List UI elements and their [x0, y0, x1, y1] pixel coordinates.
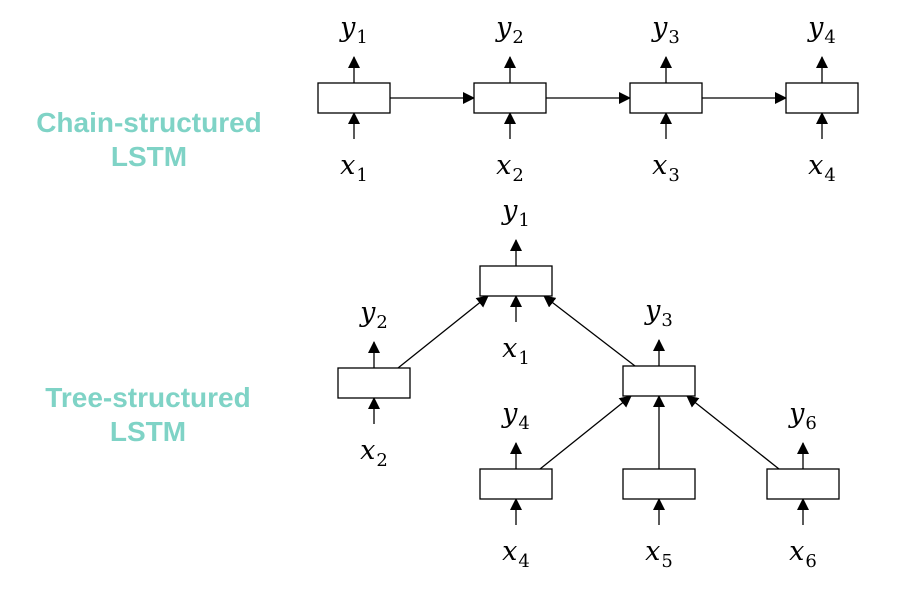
tree-input-label-t4: x4	[502, 536, 530, 572]
chain-output-label-c2: y2	[495, 12, 524, 48]
tree-input-label-t5: x5	[645, 536, 673, 572]
chain-output-label-c2-subscript: 2	[512, 27, 523, 48]
tree-output-label-t3-base: y	[644, 295, 661, 326]
chain-structured-lstm-label: Chain-structured LSTM	[18, 106, 280, 174]
tree-input-label-t4-base: x	[502, 536, 517, 567]
tree-output-label-t6-base: y	[788, 398, 805, 429]
edges-layer	[348, 56, 828, 525]
tree-input-label-t4-subscript: 4	[518, 551, 529, 572]
tree-input-label-t5-base: x	[645, 536, 660, 567]
chain-lstm-cell-c4	[785, 82, 859, 114]
tree-input-label-t1-subscript: 1	[518, 348, 529, 369]
tree-lstm-cell-t1	[479, 265, 553, 297]
tree-output-label-t1-subscript: 1	[518, 210, 529, 231]
chain-input-label-c4: x4	[808, 150, 836, 186]
chain-output-label-c4: y4	[807, 12, 836, 48]
tree-input-label-t6-subscript: 6	[805, 551, 816, 572]
tree-edge-t3-to-t1	[543, 295, 636, 367]
tree-output-label-t4: y4	[501, 398, 530, 434]
tree-input-label-t2-base: x	[360, 435, 375, 466]
tree-lstm-cell-t3	[622, 365, 696, 397]
tree-input-label-t1-base: x	[502, 333, 517, 364]
chain-input-label-c1-subscript: 1	[356, 165, 367, 186]
chain-output-label-c1: y1	[339, 12, 368, 48]
tree-label-line2: LSTM	[109, 416, 187, 447]
chain-output-label-c3: y3	[651, 12, 680, 48]
tree-output-label-t2-base: y	[359, 297, 376, 328]
chain-output-label-c4-subscript: 4	[824, 27, 835, 48]
chain-lstm-cell-c1	[317, 82, 391, 114]
tree-output-label-t4-base: y	[501, 398, 518, 429]
chain-input-label-c4-subscript: 4	[824, 165, 835, 186]
tree-lstm-cell-t4	[479, 468, 553, 500]
tree-output-label-t2-subscript: 2	[376, 312, 387, 333]
chain-input-label-c2-base: x	[496, 150, 511, 181]
tree-lstm-cell-t6	[766, 468, 840, 500]
chain-label-line1: Chain-structured	[36, 107, 262, 138]
tree-input-label-t5-subscript: 5	[661, 551, 672, 572]
chain-input-label-c4-base: x	[808, 150, 823, 181]
chain-output-label-c2-base: y	[495, 12, 512, 43]
chain-input-label-c3: x3	[652, 150, 680, 186]
chain-output-label-c1-subscript: 1	[356, 27, 367, 48]
chain-lstm-cell-c3	[629, 82, 703, 114]
tree-output-label-t1: y1	[501, 195, 530, 231]
tree-lstm-cell-t2	[337, 367, 411, 399]
tree-output-label-t3: y3	[644, 295, 673, 331]
tree-label-line1: Tree-structured	[45, 382, 251, 413]
tree-input-label-t1: x1	[502, 333, 530, 369]
tree-edge-t6-to-t3	[686, 395, 780, 470]
chain-input-label-c3-subscript: 3	[668, 165, 679, 186]
chain-lstm-cell-c2	[473, 82, 547, 114]
tree-input-label-t6: x6	[789, 536, 817, 572]
chain-output-label-c1-base: y	[339, 12, 356, 43]
tree-output-label-t6: y6	[788, 398, 817, 434]
tree-input-label-t6-base: x	[789, 536, 804, 567]
chain-input-label-c1: x1	[340, 150, 368, 186]
tree-input-label-t2: x2	[360, 435, 388, 471]
chain-input-label-c1-base: x	[340, 150, 355, 181]
tree-edge-t2-to-t1	[397, 295, 489, 369]
chain-input-label-c3-base: x	[652, 150, 667, 181]
chain-input-label-c2: x2	[496, 150, 524, 186]
chain-output-label-c4-base: y	[807, 12, 824, 43]
tree-lstm-cell-t5	[622, 468, 696, 500]
chain-output-label-c3-subscript: 3	[668, 27, 679, 48]
tree-edge-t4-to-t3	[539, 395, 632, 470]
tree-output-label-t3-subscript: 3	[661, 310, 672, 331]
chain-output-label-c3-base: y	[651, 12, 668, 43]
tree-output-label-t2: y2	[359, 297, 388, 333]
tree-output-label-t6-subscript: 6	[805, 413, 816, 434]
tree-input-label-t2-subscript: 2	[376, 450, 387, 471]
chain-label-line2: LSTM	[110, 141, 188, 172]
tree-output-label-t4-subscript: 4	[518, 413, 529, 434]
tree-output-label-t1-base: y	[501, 195, 518, 226]
chain-input-label-c2-subscript: 2	[512, 165, 523, 186]
nodes-layer	[317, 82, 859, 500]
tree-structured-lstm-label: Tree-structured LSTM	[20, 381, 276, 449]
